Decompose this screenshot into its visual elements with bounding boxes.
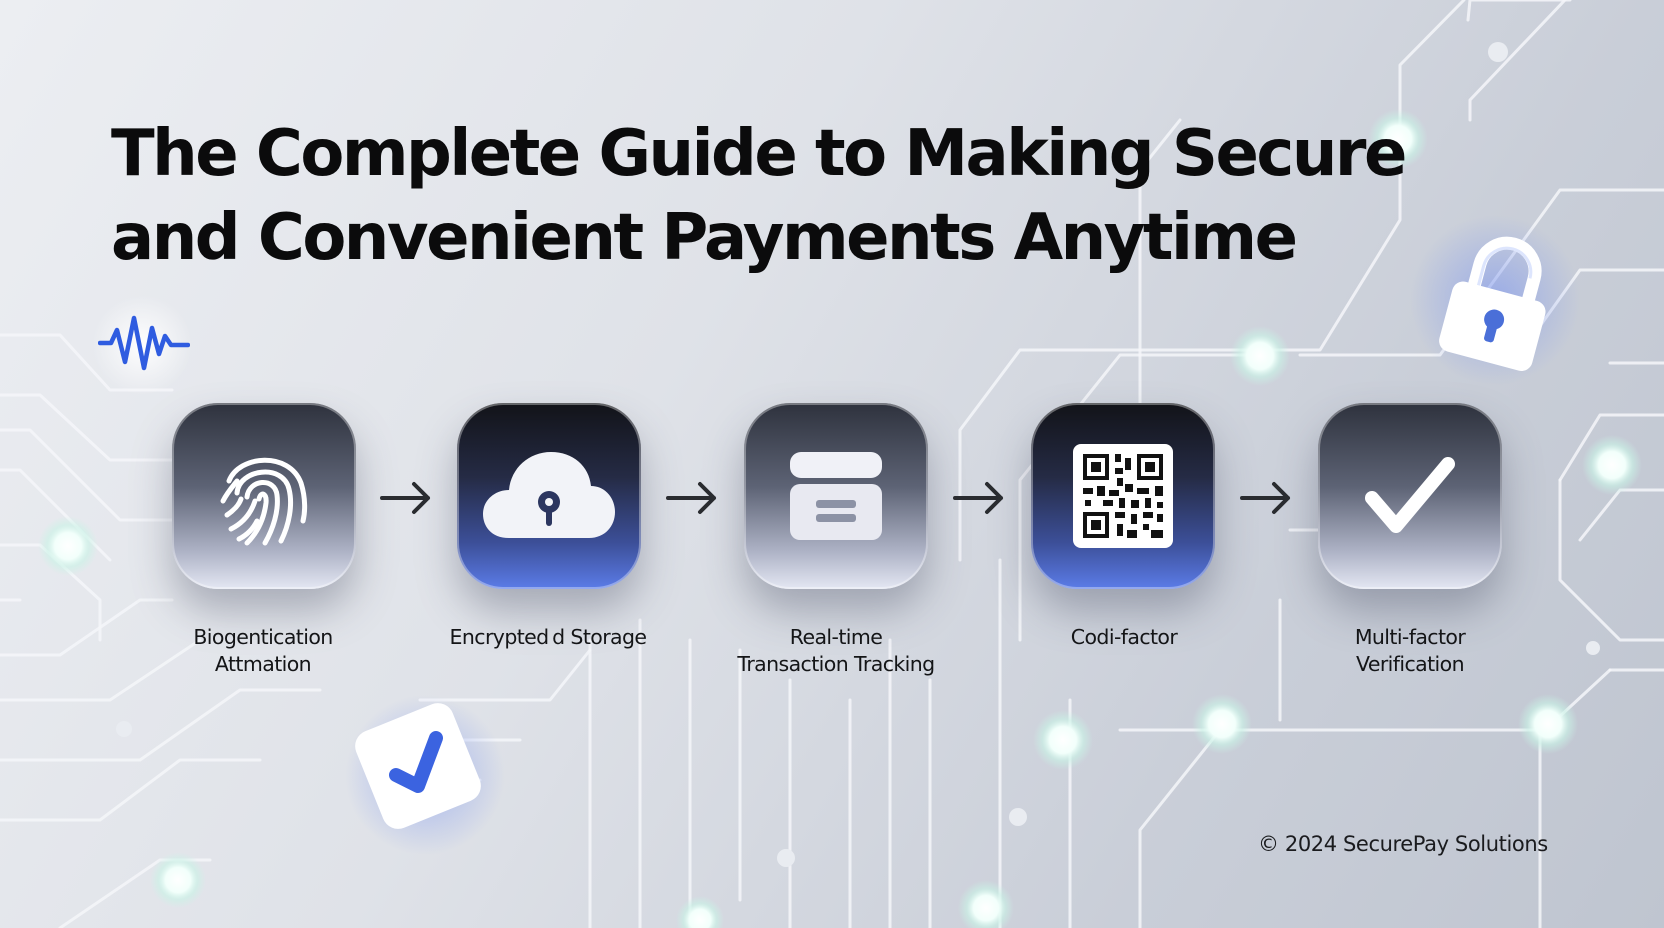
step-label-encrypted-storage: Encrypted d Storage [418, 624, 678, 651]
step-label-line: Attmation [214, 652, 312, 676]
step-label-line: Codi-factor [1070, 625, 1178, 649]
qr-code-icon [1073, 444, 1173, 548]
step-label-line: Verification [1356, 652, 1465, 676]
step-label-line: Encrypted d Storage [449, 625, 647, 649]
step-label-line: Multi-factor [1354, 625, 1466, 649]
cloud-lock-icon [483, 452, 615, 538]
step-label-multi-factor: Multi-factor Verification [1280, 624, 1540, 678]
title-line-2: and Convenient Payments Anytime [111, 201, 1298, 275]
title-line-1: The Complete Guide to Making Secure [111, 117, 1407, 191]
page-title: The Complete Guide to Making Secure and … [111, 112, 1411, 280]
step-tile-multi-factor[interactable] [1318, 403, 1502, 589]
step-label-line: Real-time [789, 625, 883, 649]
step-label-line: Transaction Tracking [737, 652, 935, 676]
fingerprint-icon [220, 457, 308, 546]
check-badge-icon [355, 703, 481, 829]
arrow-right-icon [380, 482, 430, 514]
arrow-right-icon [1240, 482, 1290, 514]
step-tile-transaction-tracking[interactable] [744, 403, 928, 589]
checkmark-icon [1365, 457, 1455, 533]
arrow-right-icon [953, 482, 1003, 514]
copyright-text: © 2024 SecurePay Solutions [1258, 832, 1548, 856]
step-tile-codi-factor[interactable] [1031, 403, 1215, 589]
step-label-line: Biogentication [193, 625, 333, 649]
heartbeat-icon [98, 315, 190, 371]
step-tile-encrypted-storage[interactable] [457, 403, 641, 589]
arrow-right-icon [666, 482, 716, 514]
step-label-transaction-tracking: Real-time Transaction Tracking [706, 624, 966, 678]
step-label-biometric: Biogentication Attmation [133, 624, 393, 678]
step-tile-biometric[interactable] [172, 403, 356, 589]
card-stack-icon [790, 452, 882, 540]
padlock-icon [1439, 236, 1546, 371]
step-label-codi-factor: Codi-factor [994, 624, 1254, 651]
